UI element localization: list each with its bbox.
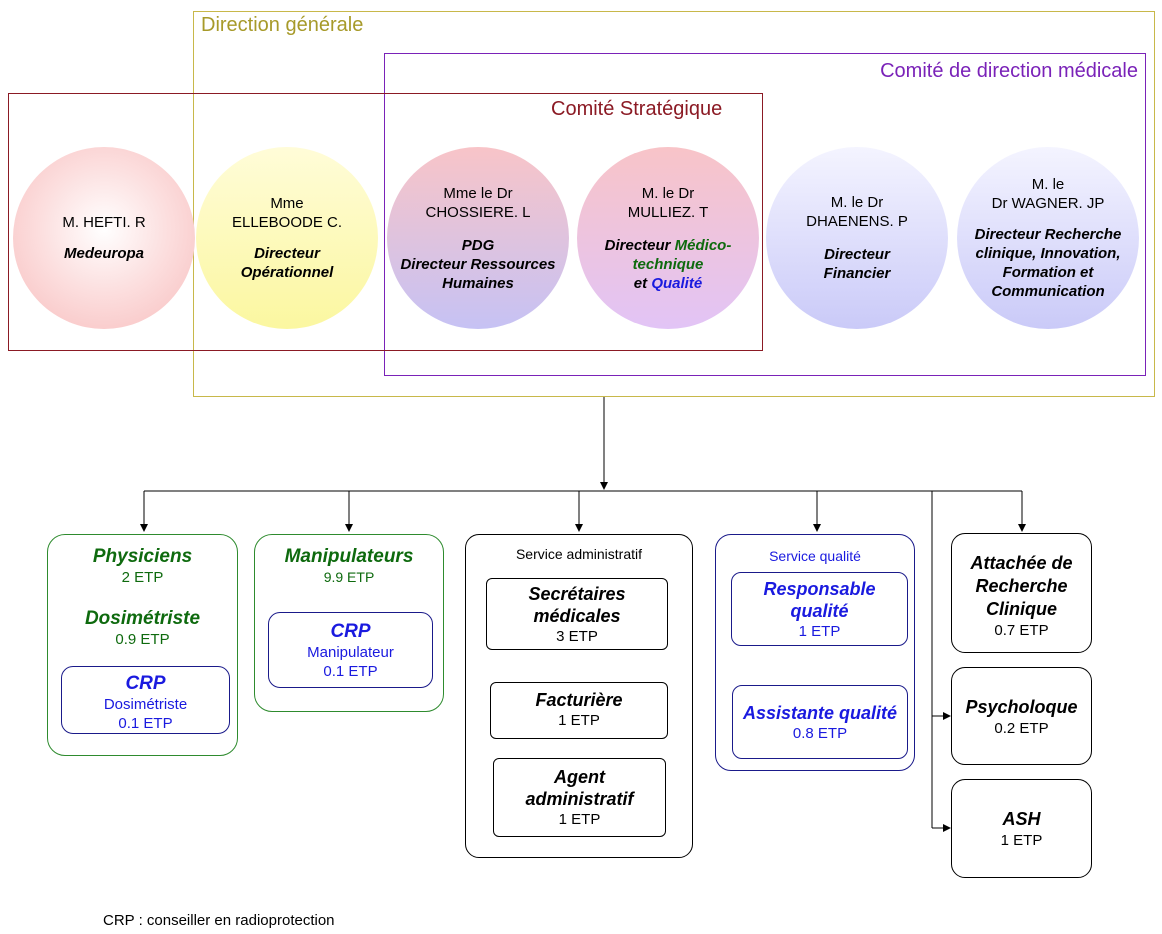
leader-mulliez: M. le Dr MULLIEZ. T Directeur Médico- te… [577,147,759,329]
leader-role: Directeur Médico- technique et Qualité [605,236,732,293]
leader-role: Directeur Financier [823,246,891,282]
manipulateurs-title: Manipulateurs [284,546,414,567]
arc-title: Attachée de Recherche Clinique [970,553,1073,619]
dosimetriste-etp: 0.9 ETP [115,631,170,648]
leader-dhaenens: M. le Dr DHAENENS. P Directeur Financier [766,147,948,329]
leader-name: M. le Dr WAGNER. JP [991,176,1105,212]
crp-dosimetriste-box: CRP Dosimétriste 0.1 ETP [61,666,230,734]
role-part: Directeur [604,236,675,254]
leader-wagner: M. le Dr WAGNER. JP Directeur Recherche … [957,147,1139,329]
responsable-qualite-title: Responsable qualité [763,579,876,621]
assistante-qualite-title: Assistante qualité [742,703,898,723]
footnote: CRP : conseiller en radioprotection [103,912,335,929]
assistante-qualite-etp: 0.8 ETP [792,725,848,742]
direction-generale-box [193,11,1155,397]
psychologue-box: Psycholoque 0.2 ETP [951,667,1092,765]
crp-etp: 0.1 ETP [118,715,173,732]
physiciens-title: Physiciens [92,546,193,567]
agent-admin-title: Agent administratif [525,767,634,809]
agent-admin-box: Agent administratif 1 ETP [493,758,666,837]
responsable-qualite-etp: 1 ETP [798,623,841,640]
service-qualite-label: Service qualité [769,548,861,564]
physiciens-etp: 2 ETP [121,569,164,586]
role-part: et [633,274,648,292]
crp-etp: 0.1 ETP [323,663,378,680]
leader-role: Directeur Recherche clinique, Innovation… [974,226,1122,300]
leader-elleboode: Mme ELLEBOODE C. Directeur Opérationnel [196,147,378,329]
secretaires-title: Secrétaires médicales [528,584,626,626]
ash-box: ASH 1 ETP [951,779,1092,878]
comite-strategique-box [8,93,763,351]
responsable-qualite-box: Responsable qualité 1 ETP [731,572,908,646]
comite-strategique-title: Comité Stratégique [551,98,723,120]
agent-admin-etp: 1 ETP [558,811,601,828]
leader-name: Mme ELLEBOODE C. [231,195,343,231]
secretaires-box: Secrétaires médicales 3 ETP [486,578,668,650]
facturiere-title: Facturière [535,690,623,710]
role-part-blue: Qualité [651,274,703,292]
crp-manipulateur-box: CRP Manipulateur 0.1 ETP [268,612,433,688]
service-administratif-label: Service administratif [515,546,643,562]
leader-role: PDG Directeur Ressources Humaines [400,236,556,292]
leader-role: Medeuropa [63,245,144,262]
facturiere-etp: 1 ETP [558,712,600,729]
manipulateurs-etp: 9.9 ETP [323,569,375,585]
psychologue-etp: 0.2 ETP [994,720,1049,737]
leader-name: M. le Dr DHAENENS. P [806,194,908,230]
dosimetriste-title: Dosimétriste [84,608,201,629]
crp-title: CRP [125,673,166,694]
role-part-green: Médico- technique [632,236,732,273]
crp-title: CRP [330,621,371,642]
comite-direction-medicale-title: Comité de direction médicale [880,60,1138,82]
leader-chossiere: Mme le Dr CHOSSIERE. L PDG Directeur Res… [387,147,569,329]
leader-role: Directeur Opérationnel [240,245,334,281]
arc-etp: 0.7 ETP [994,622,1049,639]
facturiere-box: Facturière 1 ETP [490,682,668,739]
comite-direction-medicale-box [384,53,1146,376]
crp-subtitle: Manipulateur [307,644,394,661]
assistante-qualite-box: Assistante qualité 0.8 ETP [732,685,908,759]
secretaires-etp: 3 ETP [556,628,598,645]
arc-box: Attachée de Recherche Clinique 0.7 ETP [951,533,1092,653]
crp-subtitle: Dosimétriste [103,696,188,713]
direction-generale-title: Direction générale [201,14,364,36]
leader-name: M. HEFTI. R [62,214,146,231]
ash-etp: 1 ETP [1000,832,1043,849]
psychologue-title: Psycholoque [965,697,1078,717]
leader-hefti: M. HEFTI. R Medeuropa [13,147,195,329]
ash-title: ASH [1002,809,1041,829]
leader-name: M. le Dr MULLIEZ. T [627,184,709,221]
leader-name: Mme le Dr CHOSSIERE. L [425,184,531,221]
